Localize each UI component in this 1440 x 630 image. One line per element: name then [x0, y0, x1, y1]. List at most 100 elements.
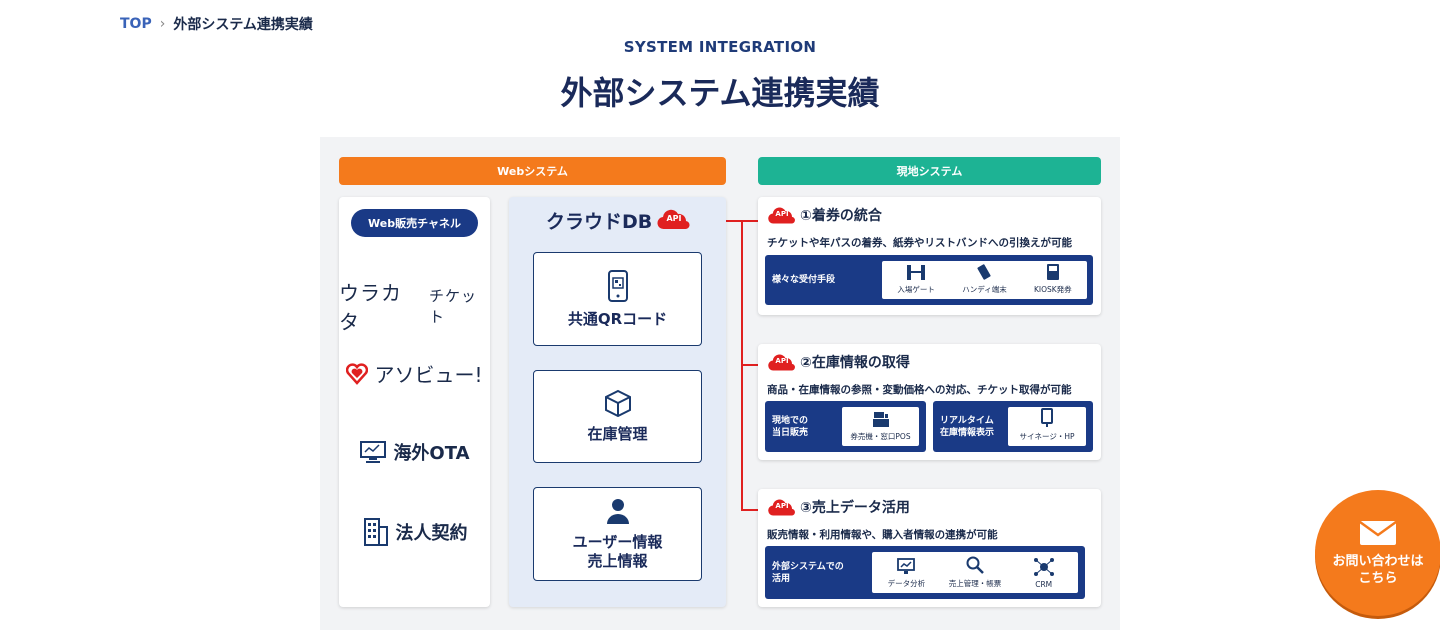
- common-qr-code-label: 共通QRコード: [567, 309, 668, 328]
- reception-methods-box: 様々な受付手段 入場ゲート ハンディ端末: [765, 255, 1093, 305]
- building-icon: [363, 518, 388, 546]
- urakata-ticket-logo: ウラカタチケット: [339, 277, 490, 335]
- external-usage-label: 外部システムでの 活用: [772, 561, 844, 585]
- signage-hp-item: サイネージ・HP: [1008, 407, 1086, 446]
- breadcrumb: TOP › 外部システム連携実績: [120, 14, 313, 34]
- computer-monitor-icon: [360, 441, 387, 463]
- page-title: 外部システム連携実績: [560, 74, 880, 112]
- handheld-terminal-item: ハンディ端末: [950, 261, 1018, 299]
- sales-management-label: 売上管理・帳票: [948, 579, 1002, 588]
- realtime-inventory-line2: 在庫情報表示: [940, 428, 995, 438]
- reception-devices: 入場ゲート ハンディ端末 KIOSK発券: [882, 261, 1087, 299]
- api-cloud-label: API: [775, 357, 789, 365]
- signage-hp: サイネージ・HP: [1008, 407, 1086, 446]
- web-sales-channel-pill: Web販売チャネル: [351, 209, 478, 237]
- api-cloud-icon: API: [767, 498, 803, 520]
- user-sales-info-box: ユーザー情報 売上情報: [533, 487, 702, 581]
- smartphone-qr-icon: [607, 269, 628, 302]
- entrance-gate-item: 入場ゲート: [882, 261, 950, 299]
- sales-channel-card: Web販売チャネル ウラカタチケット アソビュー! 海外OTA: [339, 197, 490, 607]
- asoview-logo-text: アソビュー!: [374, 363, 483, 387]
- onsite-sales-label: 現地での 当日販売: [772, 415, 808, 439]
- onsite-sales-line1: 現地での: [772, 416, 809, 426]
- kiosk-ticketing-item: KIOSK発券: [1019, 261, 1087, 299]
- package-box-icon: [604, 389, 631, 417]
- realtime-inventory-box: リアルタイム 在庫情報表示 サイネージ・HP: [933, 401, 1093, 452]
- pos-register-icon: [872, 412, 889, 427]
- usage-tools: データ分析 売上管理・帳票: [872, 552, 1078, 593]
- realtime-inventory-line1: リアルタイム: [940, 416, 994, 426]
- inventory-management-box: 在庫管理: [533, 370, 702, 463]
- network-nodes-icon: [1033, 558, 1054, 576]
- contact-us-label: お問い合わせは こちら: [1332, 553, 1423, 587]
- kiosk-icon: [1046, 264, 1059, 280]
- chevron-right-icon: ›: [159, 16, 166, 32]
- corporate-contract-label: 法人契約: [395, 523, 468, 544]
- sales-info-line: 売上情報: [587, 552, 648, 570]
- onsite-sales-box: 現地での 当日販売 券売機・窓口POS: [765, 401, 926, 452]
- api-cloud-label: API: [775, 210, 789, 218]
- data-analysis-item: データ分析: [872, 552, 941, 593]
- user-sales-info-label: ユーザー情報 売上情報: [573, 533, 663, 571]
- inventory-info-panel: API ②在庫情報の取得 商品・在庫情報の参照・変動価格への対応、チケット取得が…: [758, 344, 1101, 460]
- web-system-band: Webシステム: [339, 157, 726, 185]
- api-cloud-label: API: [666, 214, 682, 223]
- integration-diagram: Webシステム 現地システム Web販売チャネル ウラカタチケット アソビュー!: [320, 137, 1120, 630]
- panel-description: 販売情報・利用情報や、購入者情報の連携が可能: [767, 529, 998, 541]
- breadcrumb-current: 外部システム連携実績: [173, 17, 313, 33]
- onsite-sales-line2: 当日販売: [772, 428, 809, 438]
- monitor-chart-icon: [897, 558, 916, 574]
- panel-title: ②在庫情報の取得: [800, 355, 910, 371]
- contact-us-line1: お問い合わせは: [1332, 554, 1424, 569]
- contact-us-button[interactable]: お問い合わせは こちら: [1315, 490, 1440, 616]
- urakata-logo-suffix: チケット: [429, 287, 478, 326]
- asoview-logo: アソビュー!: [339, 359, 490, 388]
- breadcrumb-top-link[interactable]: TOP: [120, 16, 152, 32]
- ticket-machine-pos-item: 券売機・窓口POS: [842, 407, 919, 446]
- crm-label: CRM: [1035, 580, 1053, 589]
- data-analysis-label: データ分析: [887, 579, 926, 588]
- urakata-logo-text: ウラカタ: [339, 281, 402, 334]
- api-cloud-label: API: [775, 502, 789, 510]
- kiosk-ticketing-label: KIOSK発券: [1033, 285, 1072, 294]
- api-cloud-icon: API: [767, 353, 803, 375]
- contact-us-line2: こちら: [1358, 571, 1398, 586]
- ticket-machine-pos: 券売機・窓口POS: [842, 407, 919, 446]
- realtime-inventory-label: リアルタイム 在庫情報表示: [940, 415, 994, 439]
- envelope-icon: [1359, 520, 1397, 545]
- external-usage-line2: 活用: [772, 574, 791, 584]
- external-usage-box: 外部システムでの 活用 データ分析: [765, 546, 1085, 599]
- turnstile-gate-icon: [907, 265, 926, 280]
- overseas-ota-item: 海外OTA: [339, 439, 490, 465]
- signage-hp-label: サイネージ・HP: [1019, 432, 1075, 441]
- ticket-integration-panel: API ①着券の統合 チケットや年パスの着券、紙券やリストバンドへの引換えが可能…: [758, 197, 1101, 315]
- magnifier-icon: [966, 556, 984, 574]
- ticket-machine-pos-label: 券売機・窓口POS: [850, 432, 911, 441]
- panel-title: ①着券の統合: [800, 208, 882, 224]
- panel-title: ③売上データ活用: [800, 500, 910, 516]
- handheld-scanner-icon: [977, 264, 992, 280]
- api-cloud-icon: API: [767, 206, 803, 228]
- user-icon: [606, 499, 629, 524]
- api-cloud-icon: API: [656, 209, 692, 231]
- section-eyebrow: SYSTEM INTEGRATION: [623, 38, 817, 56]
- crm-item: CRM: [1009, 552, 1078, 593]
- external-usage-line1: 外部システムでの: [772, 562, 844, 572]
- sales-management-item: 売上管理・帳票: [941, 552, 1010, 593]
- inventory-management-label: 在庫管理: [587, 425, 648, 443]
- panel-description: チケットや年パスの着券、紙券やリストバンドへの引換えが可能: [767, 237, 1073, 249]
- common-qr-code-box: 共通QRコード: [533, 252, 702, 346]
- overseas-ota-label: 海外OTA: [393, 443, 470, 464]
- panel-description: 商品・在庫情報の参照・変動価格への対応、チケット取得が可能: [767, 384, 1072, 396]
- handheld-terminal-label: ハンディ端末: [962, 285, 1007, 294]
- asoview-heart-icon: [346, 362, 369, 385]
- local-system-band: 現地システム: [758, 157, 1101, 185]
- digital-signage-icon: [1041, 408, 1053, 427]
- cloud-db-column: クラウドDB API 共通QRコード: [509, 197, 726, 607]
- entrance-gate-label: 入場ゲート: [897, 285, 935, 294]
- reception-methods-label: 様々な受付手段: [772, 275, 836, 285]
- user-info-line: ユーザー情報: [572, 533, 663, 551]
- sales-data-panel: API ③売上データ活用 販売情報・利用情報や、購入者情報の連携が可能 外部シス…: [758, 489, 1101, 607]
- cloud-db-title: クラウドDB: [546, 211, 653, 233]
